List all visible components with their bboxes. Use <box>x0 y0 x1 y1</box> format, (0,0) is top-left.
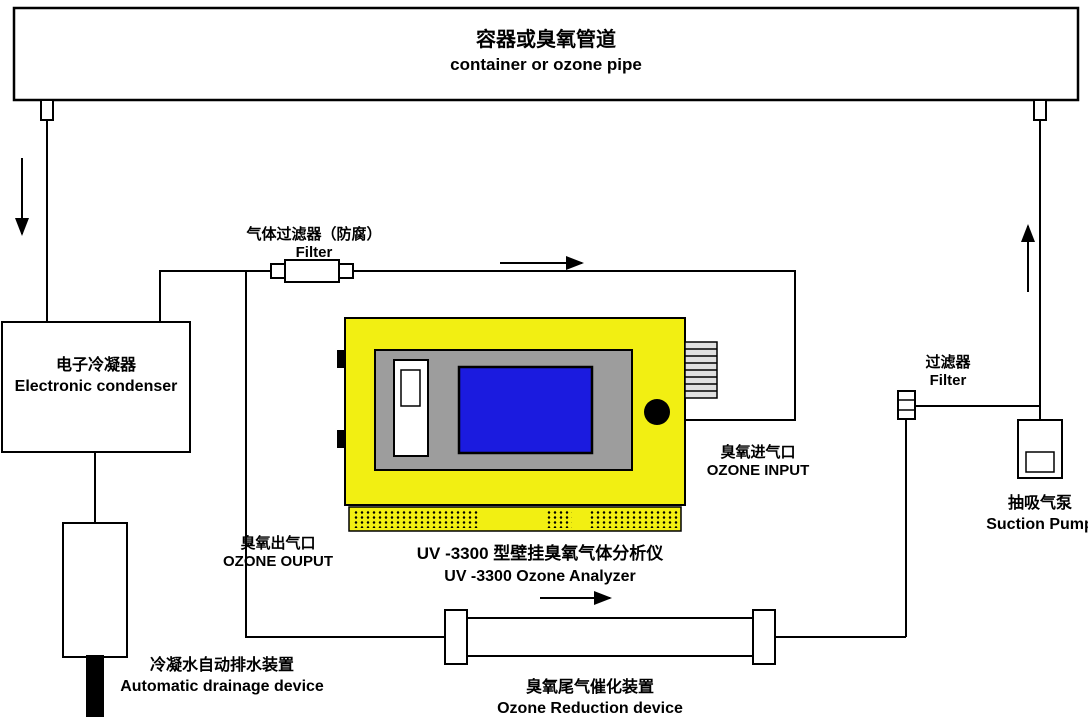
drainage-device-body <box>62 522 128 658</box>
condenser-label-en: Electronic condenser <box>14 378 178 396</box>
analyzer-label-cn: UV -3300 型壁挂臭氧气体分析仪 <box>416 544 664 563</box>
drainage-device-outlet <box>86 655 104 717</box>
reduction-label-cn: 臭氧尾气催化装置 <box>525 679 654 696</box>
pump-label: 抽吸气泵 Suction Pump <box>986 492 1088 535</box>
reduction-device-right-cap <box>752 609 776 665</box>
right-filter-ribs <box>898 399 915 411</box>
gas-filter-right-nut <box>338 263 354 279</box>
ozone-input-label-en: OZONE INPUT <box>706 462 810 479</box>
reduction-device-body <box>466 617 754 657</box>
drainage-label-cn: 冷凝水自动排水装置 <box>149 657 294 674</box>
analyzer-left-mount-tab-top <box>337 350 346 368</box>
pipe-condenser-to-gas-filter <box>159 270 271 322</box>
gas-filter-label-en: Filter <box>295 244 333 261</box>
right-filter-label: 过滤器 Filter <box>925 354 970 390</box>
analyzer-input-connector-ribs <box>685 348 717 392</box>
vent-dots-right <box>589 510 681 528</box>
vent-dots-middle <box>546 510 572 528</box>
container-label-en: container or ozone pipe <box>450 55 642 74</box>
condenser-label: 电子冷凝器 Electronic condenser <box>15 354 178 397</box>
container-or-ozone-pipe-box <box>12 6 1080 102</box>
container-label-cn: 容器或臭氧管道 <box>476 29 616 51</box>
ozone-output-label: 臭氧出气口 OZONE OUPUT <box>223 535 333 571</box>
gas-filter-label-cn: 气体过滤器（防腐） <box>246 226 382 243</box>
gas-filter-left-nut <box>270 263 286 279</box>
pump-label-en: Suction Pump <box>986 516 1088 534</box>
analyzer-label-en: UV -3300 Ozone Analyzer <box>444 567 636 585</box>
analyzer-sensor-slot <box>400 369 421 407</box>
vent-dots-left <box>353 510 479 528</box>
container-right-fitting <box>1033 99 1047 121</box>
ozone-input-label-cn: 臭氧进气口 <box>720 444 796 461</box>
ozone-output-label-en: OZONE OUPUT <box>222 553 334 570</box>
ozone-output-label-cn: 臭氧出气口 <box>240 535 316 552</box>
gas-filter-label: 气体过滤器（防腐） Filter <box>246 226 381 262</box>
reduction-label: 臭氧尾气催化装置 Ozone Reduction device <box>497 676 683 717</box>
reduction-device-left-cap <box>444 609 468 665</box>
condenser-label-cn: 电子冷凝器 <box>55 357 136 374</box>
electronic-condenser-box <box>1 321 191 453</box>
container-label: 容器或臭氧管道 container or ozone pipe <box>450 26 642 76</box>
suction-pump-base <box>1025 451 1055 473</box>
right-filter-label-cn: 过滤器 <box>925 354 971 371</box>
analyzer-knob <box>644 399 670 425</box>
gas-filter-body <box>284 259 340 283</box>
pipe-analyzer-output-to-reduction <box>245 271 445 638</box>
analyzer-label: UV -3300 型壁挂臭氧气体分析仪 UV -3300 Ozone Analy… <box>417 542 664 587</box>
pipe-gas-filter-to-analyzer-input <box>353 270 796 421</box>
right-filter-body <box>897 390 916 420</box>
drainage-label: 冷凝水自动排水装置 Automatic drainage device <box>120 654 324 697</box>
drainage-label-en: Automatic drainage device <box>120 678 324 696</box>
pump-label-cn: 抽吸气泵 <box>1007 495 1072 512</box>
analyzer-left-mount-tab-bottom <box>337 430 346 448</box>
analyzer-display-screen <box>457 365 594 455</box>
ozone-input-label: 臭氧进气口 OZONE INPUT <box>707 444 810 480</box>
reduction-label-en: Ozone Reduction device <box>497 700 683 717</box>
right-filter-label-en: Filter <box>929 372 967 389</box>
container-left-fitting <box>40 99 54 121</box>
